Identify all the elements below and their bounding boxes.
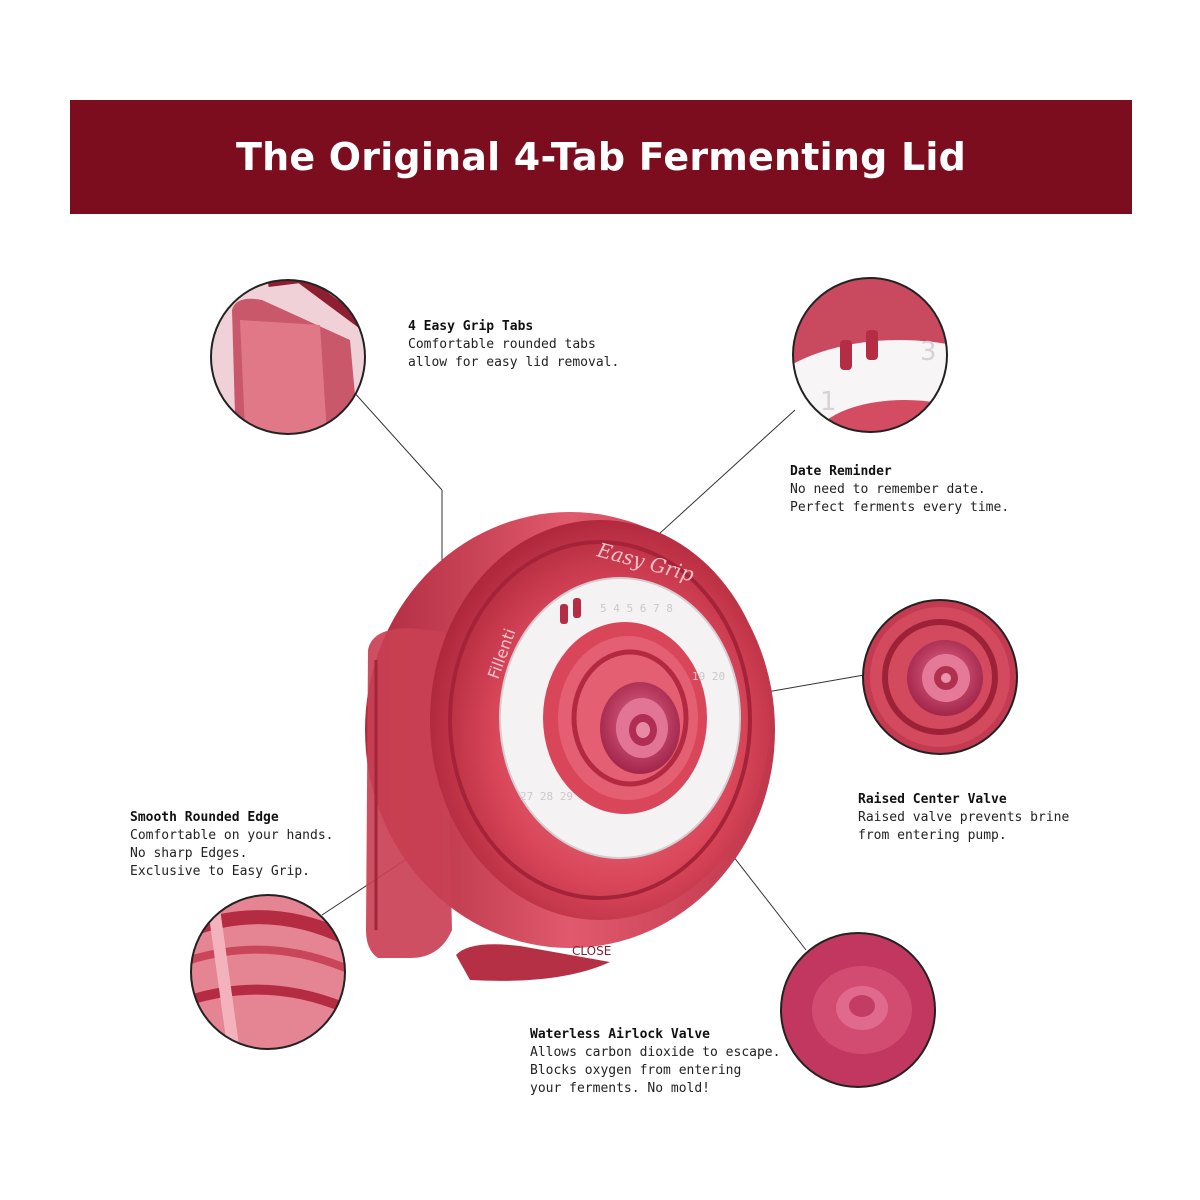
callout-heading: Waterless Airlock Valve xyxy=(530,1027,711,1042)
title-banner: The Original 4-Tab Fermenting Lid xyxy=(70,100,1132,214)
callout-line: Blocks oxygen from entering xyxy=(530,1063,742,1078)
callout-heading: Smooth Rounded Edge xyxy=(130,810,279,825)
callout-date-reminder: Date Reminder No need to remember date. … xyxy=(790,463,1009,517)
callout-line: Raised valve prevents brine xyxy=(858,810,1070,825)
callout-rounded-edge: Smooth Rounded Edge Comfortable on your … xyxy=(130,809,334,881)
callout-line: Allows carbon dioxide to escape. xyxy=(530,1045,781,1060)
detail-circle-grip-tab xyxy=(210,279,366,435)
svg-text:5 4 5 6 7 8: 5 4 5 6 7 8 xyxy=(600,602,673,615)
callout-line: Exclusive to Easy Grip. xyxy=(130,864,311,879)
detail-circle-date-reminder: 3 1 xyxy=(792,277,948,433)
callout-line: Perfect ferments every time. xyxy=(790,500,1010,515)
callout-line: No sharp Edges. xyxy=(130,846,248,861)
callout-line: from entering pump. xyxy=(858,828,1007,843)
svg-text:3: 3 xyxy=(920,337,937,367)
detail-circle-airlock-valve xyxy=(780,932,936,1088)
callout-line: allow for easy lid removal. xyxy=(408,355,620,370)
svg-text:1: 1 xyxy=(820,387,837,417)
callout-heading: Raised Center Valve xyxy=(858,792,1007,807)
callout-line: your ferments. No mold! xyxy=(530,1081,711,1096)
callout-line: No need to remember date. xyxy=(790,482,986,497)
detail-circle-center-valve xyxy=(862,599,1018,755)
banner-title: The Original 4-Tab Fermenting Lid xyxy=(235,135,966,179)
callout-airlock-valve: Waterless Airlock Valve Allows carbon di… xyxy=(530,1026,780,1098)
lid-image: 5 4 5 6 7 8 19 20 27 28 29 Easy Grip Fil… xyxy=(365,512,775,981)
callout-heading: 4 Easy Grip Tabs xyxy=(408,319,534,334)
callout-center-valve: Raised Center Valve Raised valve prevent… xyxy=(858,791,1069,845)
detail-circle-rounded-edge xyxy=(190,894,346,1050)
svg-text:19 20: 19 20 xyxy=(692,670,725,683)
callout-heading: Date Reminder xyxy=(790,464,892,479)
embossed-close: CLOSE xyxy=(572,944,611,958)
callout-grip-tabs: 4 Easy Grip Tabs Comfortable rounded tab… xyxy=(408,318,619,372)
callout-line: Comfortable on your hands. xyxy=(130,828,334,843)
callout-line: Comfortable rounded tabs xyxy=(408,337,596,352)
svg-text:27 28 29: 27 28 29 xyxy=(520,790,573,803)
